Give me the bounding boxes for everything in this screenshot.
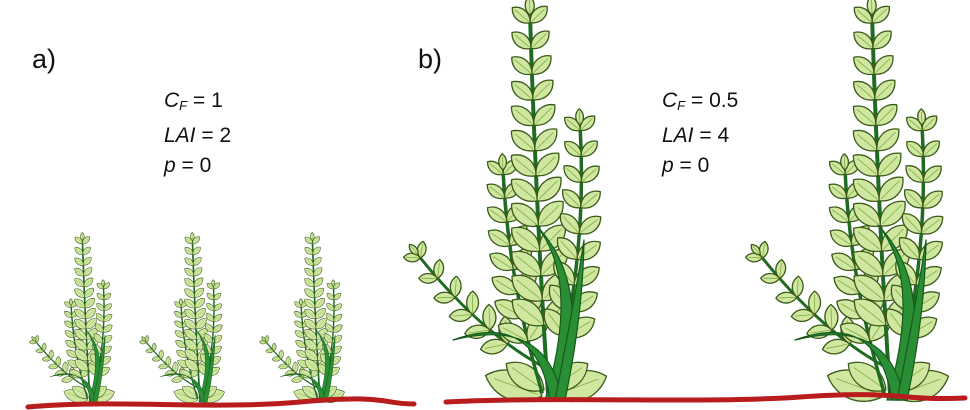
plant-icon xyxy=(745,0,953,409)
plant-icon xyxy=(139,232,226,406)
plant-icon xyxy=(259,232,346,406)
soil-layer xyxy=(28,395,965,407)
plant-icon xyxy=(29,232,116,406)
plants-layer xyxy=(29,0,953,409)
plant-icon xyxy=(403,0,611,409)
